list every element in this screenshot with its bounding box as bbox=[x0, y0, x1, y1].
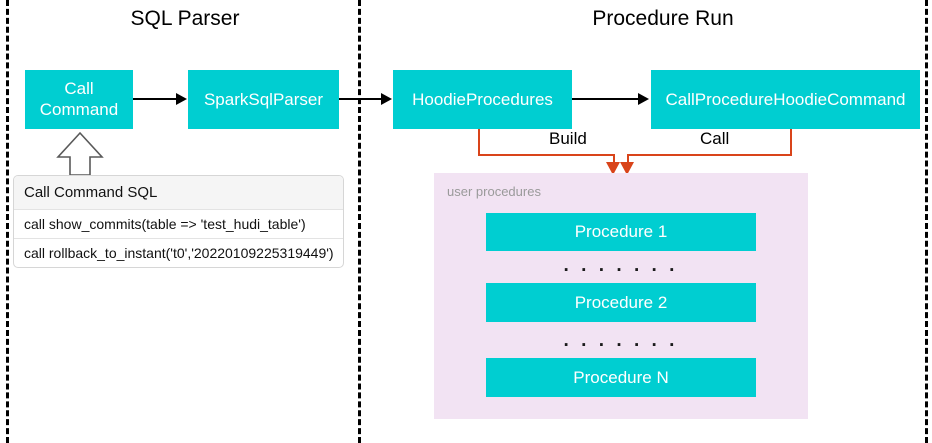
dashed-separator-middle bbox=[358, 0, 361, 443]
procedures-ellipsis-2: · · · · · · · bbox=[563, 335, 679, 356]
edge-label-build: Build bbox=[544, 130, 592, 147]
node-call-command-label-line1: Call bbox=[64, 79, 94, 99]
dashed-separator-right bbox=[925, 0, 928, 443]
procedures-ellipsis-1: · · · · · · · bbox=[563, 260, 679, 281]
user-procedures-label: user procedures bbox=[447, 184, 541, 199]
node-call-command-label-line2: Command bbox=[39, 99, 119, 119]
call-arrow-head-icon bbox=[620, 162, 634, 175]
build-connector-vertical-down bbox=[613, 154, 615, 165]
call-connector-horizontal bbox=[627, 154, 792, 156]
node-hoodie-procedures[interactable]: HoodieProcedures bbox=[393, 70, 572, 129]
dashed-separator-left bbox=[6, 0, 9, 443]
build-arrow-head-icon bbox=[606, 162, 620, 175]
procedure-box-n[interactable]: Procedure N bbox=[486, 358, 756, 397]
section-title-procedure-run: Procedure Run bbox=[592, 7, 734, 30]
arrow-call-command-to-spark-head-icon bbox=[176, 93, 187, 105]
arrow-hoodie-to-callprocedure-line bbox=[572, 98, 640, 100]
arrow-spark-to-hoodie-line bbox=[339, 98, 383, 100]
sql-table-header: Call Command SQL bbox=[14, 176, 343, 210]
node-call-command[interactable]: Call Command bbox=[25, 70, 133, 129]
sql-table-row-1: call show_commits(table => 'test_hudi_ta… bbox=[14, 210, 343, 239]
procedure-box-2[interactable]: Procedure 2 bbox=[486, 283, 756, 322]
edge-label-call: Call bbox=[695, 130, 735, 147]
up-arrow-icon bbox=[54, 131, 106, 177]
build-connector-horizontal bbox=[478, 154, 614, 156]
call-command-sql-table: Call Command SQL call show_commits(table… bbox=[13, 175, 344, 268]
arrow-hoodie-to-callprocedure-head-icon bbox=[638, 93, 649, 105]
sql-table-row-2: call rollback_to_instant('t0','202201092… bbox=[24, 245, 334, 261]
arrow-call-command-to-spark-line bbox=[133, 98, 178, 100]
node-call-procedure-hoodie-command[interactable]: CallProcedureHoodieCommand bbox=[651, 70, 920, 129]
arrow-spark-to-hoodie-head-icon bbox=[381, 93, 392, 105]
procedure-box-1[interactable]: Procedure 1 bbox=[486, 213, 756, 251]
node-spark-sql-parser[interactable]: SparkSqlParser bbox=[188, 70, 339, 129]
call-connector-vertical-right bbox=[790, 129, 792, 155]
call-connector-vertical-down bbox=[627, 154, 629, 165]
build-connector-vertical-left bbox=[478, 129, 480, 155]
section-title-sql-parser: SQL Parser bbox=[130, 7, 240, 30]
